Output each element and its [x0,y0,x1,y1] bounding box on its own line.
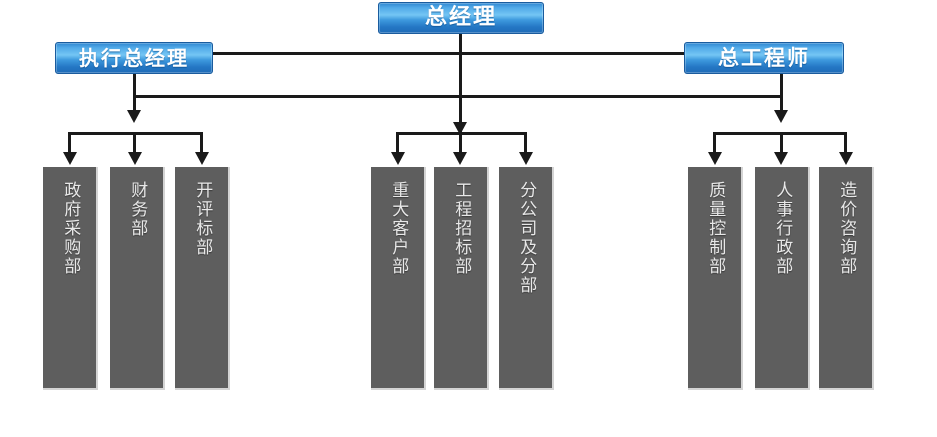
connector-gm-trunk [459,34,462,138]
connector-ce-arrow [774,110,788,123]
connector-middle-drop-1 [396,132,399,154]
connector-gm-arrow [453,122,467,135]
connector-right-arrow-3 [839,152,853,165]
connector-middle-drop-3 [524,132,527,154]
connector-middle-drop-2 [459,132,462,154]
chief-engineer-label: 总工程师 [718,45,810,70]
department-box-branches[interactable]: 分公司及分部 [499,167,554,390]
connector-right-arrow-2 [774,152,788,165]
connector-left-arrow-3 [195,152,209,165]
department-label: 造价咨询部 [836,181,857,276]
connector-right-drop-3 [844,132,847,154]
connector-ce-trunk [780,74,783,112]
connector-egm-arrow [127,110,141,123]
connector-right-arrow-1 [708,152,722,165]
department-label: 工程招标部 [451,181,472,276]
executive-box-executive-general-manager[interactable]: 执行总经理 [55,42,213,74]
department-label: 分公司及分部 [516,181,537,295]
department-box-finance[interactable]: 财务部 [110,167,165,390]
connector-left-arrow-1 [63,152,77,165]
department-box-cost-consulting[interactable]: 造价咨询部 [819,167,874,390]
department-label: 财务部 [127,181,148,238]
department-label: 开评标部 [192,181,213,257]
department-label: 政府采购部 [60,181,81,276]
department-box-engineering-bidding[interactable]: 工程招标部 [434,167,489,390]
connector-left-drop-1 [68,132,71,154]
department-box-key-accounts[interactable]: 重大客户部 [371,167,426,390]
department-box-bid-evaluation[interactable]: 开评标部 [175,167,230,390]
department-label: 人事行政部 [772,181,793,276]
connector-left-arrow-2 [128,152,142,165]
connector-right-drop-2 [780,132,783,154]
department-label: 质量控制部 [705,181,726,276]
department-box-hr-admin[interactable]: 人事行政部 [755,167,810,390]
department-box-quality-control[interactable]: 质量控制部 [688,167,743,390]
executive-general-manager-label: 执行总经理 [79,46,189,70]
department-box-gov-procurement[interactable]: 政府采购部 [43,167,98,390]
connector-top-rail [134,52,782,55]
connector-left-drop-2 [133,132,136,154]
executive-box-chief-engineer[interactable]: 总工程师 [684,42,844,74]
general-manager-label: 总经理 [424,5,497,30]
connector-egm-trunk [133,74,136,112]
executive-box-general-manager[interactable]: 总经理 [378,2,544,34]
connector-right-drop-1 [713,132,716,154]
connector-middle-arrow-2 [453,152,467,165]
connector-left-drop-3 [200,132,203,154]
connector-second-rail [134,95,782,98]
connector-middle-arrow-1 [391,152,405,165]
connector-middle-arrow-3 [519,152,533,165]
department-label: 重大客户部 [388,181,409,276]
